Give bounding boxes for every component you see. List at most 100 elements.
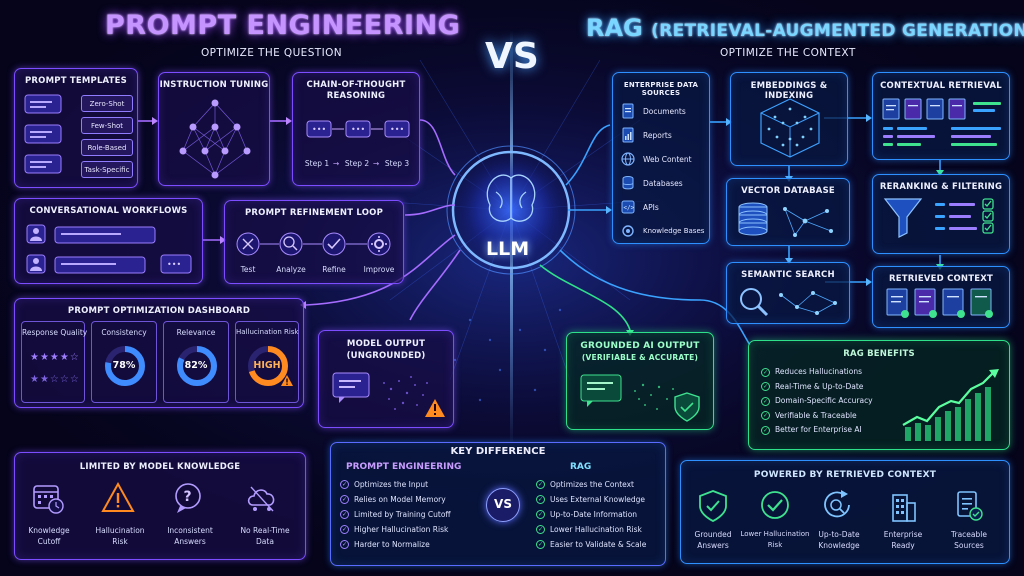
gauge-fill xyxy=(105,346,145,386)
benefit-label: Better for Enterprise AI xyxy=(775,425,862,434)
check-icon: ✓ xyxy=(536,495,545,504)
source-knowledge-bases: Knowledge Bases xyxy=(621,221,707,241)
benefit-label: Verifiable & Traceable xyxy=(775,410,857,420)
right-title: RAG (RETRIEVAL-AUGMENTED GENERATION) xyxy=(586,14,1024,42)
line: Enterprise xyxy=(883,530,923,539)
kd-item-label: Uses External Knowledge xyxy=(550,495,646,504)
arrow-icon: → xyxy=(332,159,340,168)
source-documents: Documents xyxy=(621,101,707,121)
refinement-title: PROMPT REFINEMENT LOOP xyxy=(244,208,384,218)
kd-item-label: Easier to Validate & Scale xyxy=(550,540,647,549)
right-title-main: RAG xyxy=(586,14,643,42)
filter-funnel-icon xyxy=(883,198,994,238)
grounded-title-line2: (VERIFIABLE & ACCURATE) xyxy=(581,353,699,362)
metric-value: 82% xyxy=(184,360,208,371)
check-icon: ✓ xyxy=(340,495,349,504)
shield-check-icon xyxy=(699,490,727,522)
line: Risk xyxy=(112,537,128,546)
check-icon: ✓ xyxy=(536,510,545,519)
metric-value: 78% xyxy=(112,360,136,371)
gauge-ring xyxy=(177,346,217,386)
right-subtitle: OPTIMIZE THE CONTEXT xyxy=(720,47,856,59)
line: Knowledge xyxy=(28,526,70,535)
svg-text:•••: ••• xyxy=(351,125,365,134)
database-icon xyxy=(622,176,634,190)
benefit-item: ✓Reduces Hallucinations xyxy=(761,365,873,380)
source-label: Documents xyxy=(643,106,686,116)
line: Knowledge xyxy=(818,541,860,550)
check-badge-icon xyxy=(761,491,789,519)
kd-left-head: PROMPT ENGINEERING xyxy=(346,462,462,472)
metric-label: Response Quality xyxy=(22,328,88,337)
grounded-output-panel: GROUNDED AI OUTPUT (VERIFIABLE & ACCURAT… xyxy=(566,332,714,430)
kd-right-item: ✓Lower Hallucination Risk xyxy=(536,522,646,537)
kd-item-label: Optimizes the Input xyxy=(354,480,429,489)
vector-database-icon xyxy=(738,202,833,237)
source-label: Knowledge Bases xyxy=(643,227,705,235)
powered-title: POWERED BY RETRIEVED CONTEXT xyxy=(753,470,937,480)
star-rating-icon: ★★★★☆ xyxy=(30,352,80,363)
svg-text:•••: ••• xyxy=(390,125,404,134)
left-title: PROMPT ENGINEERING xyxy=(105,10,461,41)
metric-value: HIGH xyxy=(253,360,281,371)
neural-network-icon xyxy=(179,99,251,179)
dashboard-title: PROMPT OPTIMIZATION DASHBOARD xyxy=(67,306,251,316)
check-icon: ✓ xyxy=(761,382,770,392)
arrow-icon: → xyxy=(372,159,380,168)
line: Ready xyxy=(891,541,915,550)
warning-icon xyxy=(281,375,293,386)
line: Traceable xyxy=(951,530,987,539)
line: Hallucination xyxy=(95,526,145,535)
conversational-workflows-panel: CONVERSATIONAL WORKFLOWS ••• xyxy=(14,198,203,284)
source-label: Web Content xyxy=(643,154,692,164)
retrieved-context-panel: RETRIEVED CONTEXT xyxy=(872,266,1010,328)
chain-of-thought-panel: CHAIN-OF-THOUGHT REASONING ••• ••• ••• S… xyxy=(292,72,420,186)
kd-left-item: ✓Higher Hallucination Risk xyxy=(340,522,451,537)
refine-step-analyze: Analyze xyxy=(276,265,306,274)
check-icon: ✓ xyxy=(761,396,770,406)
check-icon: ✓ xyxy=(340,510,349,519)
line: Grounded xyxy=(694,530,732,539)
kd-left-list: ✓Optimizes the Input ✓Relies on Model Me… xyxy=(340,477,451,552)
prompt-templates-title: PROMPT TEMPLATES xyxy=(25,76,127,86)
svg-text:•••: ••• xyxy=(312,125,326,134)
vector-cube-icon xyxy=(760,98,820,158)
kd-item-label: Up-to-Date Information xyxy=(550,510,638,519)
globe-icon xyxy=(621,152,635,166)
metric-response-quality: Response Quality ★★★★☆ ★★☆☆☆ xyxy=(21,321,88,403)
kd-item-label: Optimizes the Context xyxy=(550,480,634,489)
kd-right-item: ✓ Easier to Validate & Scale xyxy=(536,537,646,552)
traceable-document-icon xyxy=(957,491,983,521)
sources-title: ENTERPRISE DATA SOURCES xyxy=(623,81,699,97)
check-icon: ✓ xyxy=(536,525,545,534)
cloud-offline-icon xyxy=(247,486,275,512)
limited-title: LIMITED BY MODEL KNOWLEDGE xyxy=(79,462,241,472)
context-documents-icon xyxy=(886,288,993,318)
metric-label: Consistency xyxy=(101,328,147,337)
check-icon: ✓ xyxy=(536,540,545,549)
chat-bubbles-icon xyxy=(24,94,62,174)
line: Inconsistent xyxy=(167,526,213,535)
metric-hallucination-risk: Hallucination Risk HIGH xyxy=(235,321,299,403)
llm-label: LLM xyxy=(486,238,530,260)
reranking-title: RERANKING & FILTERING xyxy=(879,182,1003,192)
chip-task-specific: Task-Specific xyxy=(81,161,133,178)
kd-vs-badge: VS xyxy=(486,488,520,522)
check-icon: ✓ xyxy=(761,411,770,421)
refine-step-improve: Improve xyxy=(363,265,395,274)
thought-bubbles-icon: ••• ••• ••• xyxy=(306,120,410,138)
cot-step-2: Step 2 xyxy=(344,159,370,168)
source-apis: </> APIs xyxy=(621,197,707,217)
check-icon: ✓ xyxy=(761,367,770,377)
embeddings-panel: EMBEDDINGS & INDEXING xyxy=(730,72,848,166)
conversational-title: CONVERSATIONAL WORKFLOWS xyxy=(29,206,188,216)
metric-consistency: Consistency 78% xyxy=(91,321,157,403)
kd-item-label: Harder to Normalize xyxy=(354,540,430,549)
building-icon xyxy=(892,494,916,522)
kd-left-item: ✓Optimizes the Input xyxy=(340,477,451,492)
